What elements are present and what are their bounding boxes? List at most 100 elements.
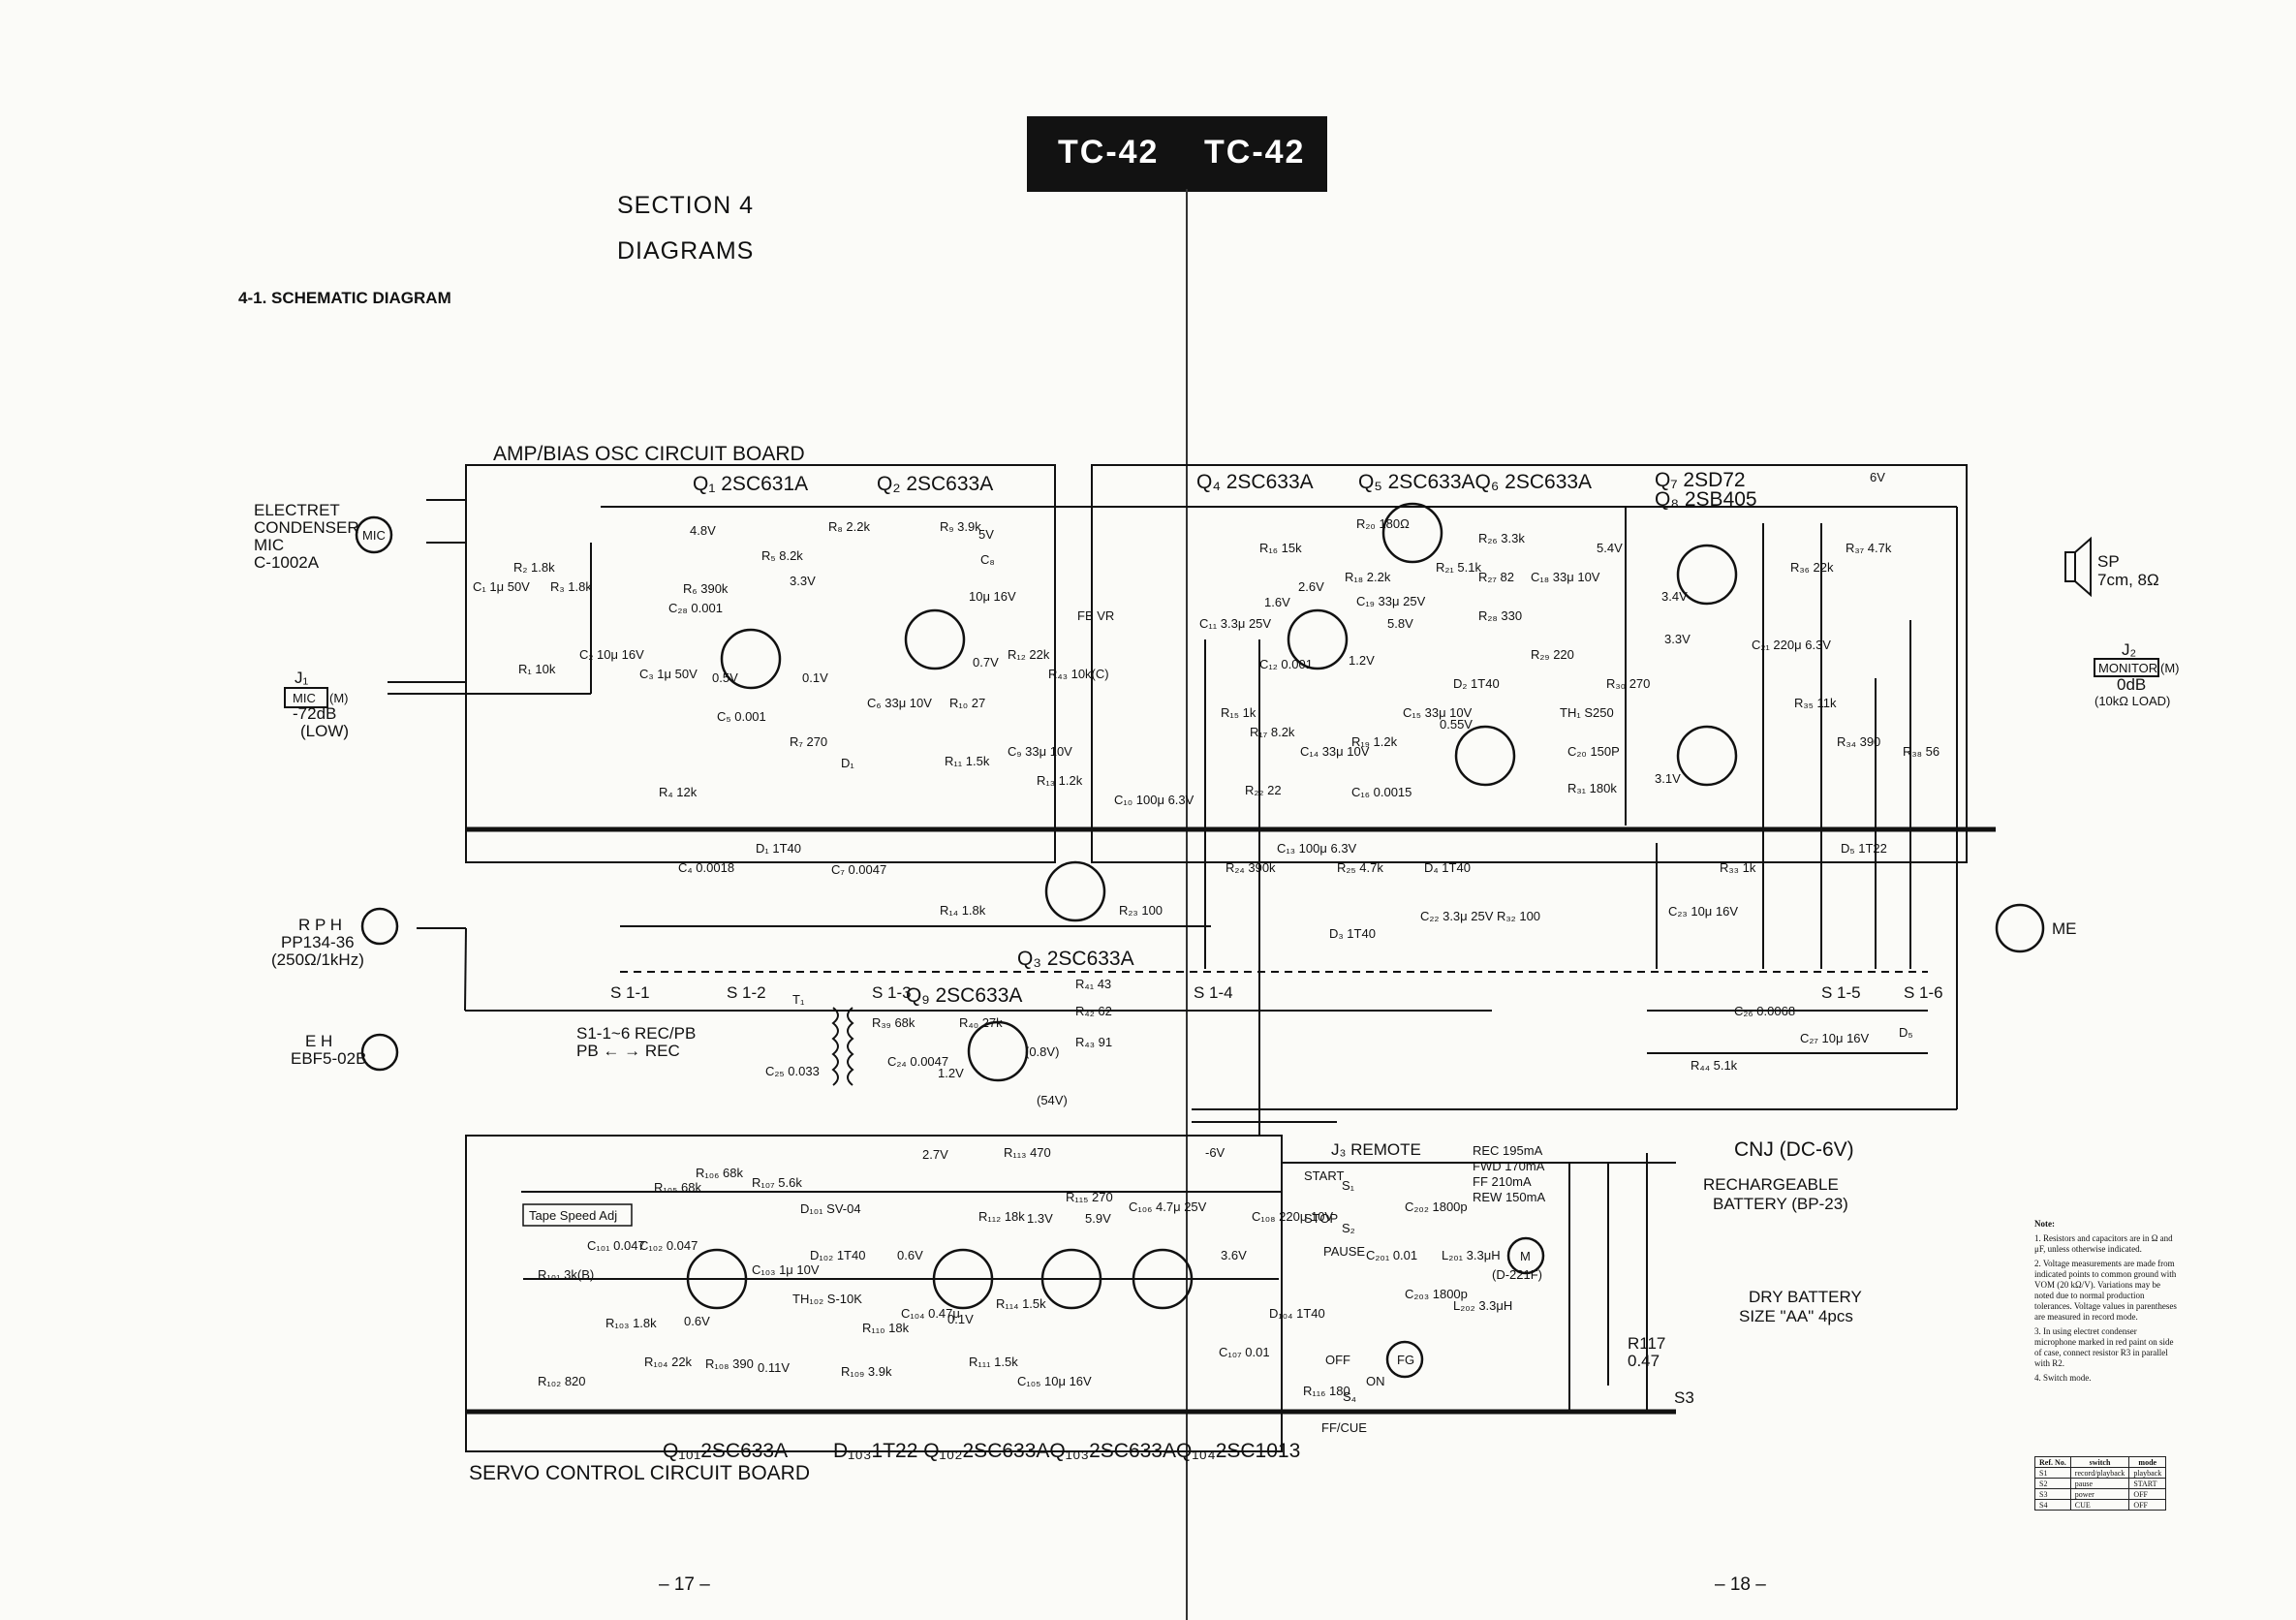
comp-r21: R₂₁ 5.1k xyxy=(1436,560,1482,575)
remote-label: J₃ REMOTE xyxy=(1331,1140,1421,1159)
switch-s1-4: S 1-4 xyxy=(1194,983,1233,1002)
page-fold-divider xyxy=(1186,189,1188,1620)
transistor-q9 xyxy=(967,1020,1029,1082)
transistor-q8 xyxy=(1676,725,1738,787)
comp-r109: R₁₀₉ 3.9k xyxy=(841,1364,892,1379)
rph-part: PP134-36 xyxy=(281,933,355,951)
volt-1-2-q4: 1.2V xyxy=(1349,653,1375,668)
ff-current: FF 210mA xyxy=(1473,1174,1532,1189)
comp-r4: R₄ 12k xyxy=(659,785,698,799)
comp-r3: R₃ 1.8k xyxy=(550,579,592,594)
comp-c2: C₂ 10μ 16V xyxy=(579,647,644,662)
eh-head-symbol xyxy=(360,1033,399,1072)
battery-label: BATTERY (BP-23) xyxy=(1713,1195,1848,1213)
comp-r36: R₃₆ 22k xyxy=(1790,560,1834,575)
comp-d101: D₁₀₁ SV-04 xyxy=(800,1201,861,1216)
table-cell: S3 xyxy=(2034,1488,2071,1500)
comp-r29: R₂₉ 220 xyxy=(1531,647,1574,662)
table-header: switch xyxy=(2069,1456,2130,1468)
comp-c203: C₂₀₃ 1800p xyxy=(1405,1287,1468,1301)
table-cell: START xyxy=(2128,1478,2167,1489)
note-3: 3. In using electret condenser microphon… xyxy=(2034,1326,2174,1368)
comp-r42: R₄₂ 62 xyxy=(1075,1004,1112,1018)
table-cell: OFF xyxy=(2128,1499,2167,1511)
comp-r113: R₁₁₃ 470 xyxy=(1004,1145,1051,1160)
volt-0-1-a: 0.1V xyxy=(802,670,828,685)
comp-r110: R₁₁₀ 18k xyxy=(862,1321,910,1335)
comp-c24: C₂₄ 0.0047 xyxy=(887,1054,948,1069)
comp-r10: R₁₀ 27 xyxy=(949,696,985,710)
comp-c5: C₅ 0.001 xyxy=(717,709,766,724)
model-tab-right: TC-42 xyxy=(1204,134,1306,171)
table-row: S1 record/playback playback xyxy=(2034,1467,2167,1479)
pause-label: PAUSE xyxy=(1323,1244,1365,1259)
table-cell: pause xyxy=(2069,1478,2130,1489)
sp-label: SP xyxy=(2097,552,2120,571)
comp-r43-vr: R₄₃ 10k(C) xyxy=(1048,667,1109,681)
volt-0-5: 0.5V xyxy=(712,670,738,685)
comp-r101: R₁₀₁ 3k(B) xyxy=(538,1267,594,1282)
comp-r114: R₁₁₄ 1.5k xyxy=(996,1296,1046,1311)
comp-c14: C₁₄ 33μ 10V xyxy=(1300,744,1370,759)
comp-d3: D₃ 1T40 xyxy=(1329,926,1376,941)
comp-r11: R₁₁ 1.5k xyxy=(945,754,990,768)
volt-3-6: 3.6V xyxy=(1221,1248,1247,1262)
table-cell: CUE xyxy=(2069,1499,2130,1511)
comp-r13: R₁₃ 1.2k xyxy=(1037,773,1083,788)
comp-r24: R₂₄ 390k xyxy=(1226,860,1276,875)
transistor-q104 xyxy=(1132,1248,1194,1310)
comp-c15: C₁₅ 33μ 10V xyxy=(1403,705,1473,720)
transistor-q102 xyxy=(932,1248,994,1310)
volt-0-11: 0.11V xyxy=(758,1360,790,1375)
comp-r106: R₁₀₆ 68k xyxy=(696,1166,743,1180)
comp-r115: R₁₁₅ 270 xyxy=(1066,1190,1113,1204)
comp-c3: C₃ 1μ 50V xyxy=(639,667,698,681)
comp-c22: C₂₂ 3.3μ 25V xyxy=(1420,909,1494,923)
comp-c13: C₁₃ 100μ 6.3V xyxy=(1277,841,1357,856)
table-cell: S4 xyxy=(2034,1499,2071,1511)
comp-r8: R₈ 2.2k xyxy=(828,519,870,534)
switch-note-2: PB ← → REC xyxy=(576,1042,680,1060)
comp-c4: C₄ 0.0018 xyxy=(678,860,734,875)
ffcue-label: FF/CUE xyxy=(1321,1420,1367,1435)
comp-r116: R₁₁₆ 180 xyxy=(1303,1384,1350,1398)
servo-board-label: SERVO CONTROL CIRCUIT BOARD xyxy=(469,1462,810,1484)
label-q101: Q₁₀₁2SC633A xyxy=(663,1440,788,1462)
label-q4: Q₄ 2SC633A xyxy=(1196,471,1314,493)
volt-3-4: 3.4V xyxy=(1661,589,1688,604)
table-header: mode xyxy=(2128,1456,2167,1468)
transistor-q2 xyxy=(904,608,966,670)
j1-m: (M) xyxy=(329,691,349,705)
comp-r26: R₂₆ 3.3k xyxy=(1478,531,1525,545)
comp-c12: C₁₂ 0.001 xyxy=(1259,657,1313,671)
volt-neg-6: -6V xyxy=(1205,1145,1226,1160)
rechargeable-label: RECHARGEABLE xyxy=(1703,1175,1839,1194)
label-q9: Q₉ 2SC633A xyxy=(906,984,1022,1007)
volt-5-4: 5.4V xyxy=(1597,541,1623,555)
comp-r14: R₁₄ 1.8k xyxy=(940,903,986,918)
note-2: 2. Voltage measurements are made from in… xyxy=(2034,1259,2177,1322)
volt-3-3-a: 3.3V xyxy=(790,574,816,588)
comp-r111: R₁₁₁ 1.5k xyxy=(969,1355,1018,1369)
j2-label: J₂ xyxy=(2122,640,2136,659)
comp-c20: C₂₀ 150P xyxy=(1567,744,1620,759)
comp-s2: S₂ xyxy=(1342,1221,1355,1235)
switch-s1-6: S 1-6 xyxy=(1904,983,1943,1002)
notes-block: Note: 1. Resistors and capacitors are in… xyxy=(2034,1219,2180,1387)
comp-r30: R₃₀ 270 xyxy=(1606,676,1650,691)
comp-d104: D₁₀₄ 1T40 xyxy=(1269,1306,1325,1321)
volt-3-1: 3.1V xyxy=(1655,771,1681,786)
mic-badge: MIC xyxy=(362,528,386,543)
servo-board-outline xyxy=(465,1135,1283,1452)
comp-c108: C₁₀₈ 220μ 10V xyxy=(1252,1209,1333,1224)
switch-s1-2: S 1-2 xyxy=(727,983,766,1002)
volt-5: 5V xyxy=(978,527,994,542)
comp-t1: T₁ xyxy=(792,992,805,1007)
comp-r25: R₂₅ 4.7k xyxy=(1337,860,1383,875)
volt-0-55: 0.55V xyxy=(1440,717,1473,732)
table-row: S2 pause START xyxy=(2034,1478,2167,1489)
label-q7: Q₇ 2SD72 xyxy=(1655,469,1746,491)
model-header-banner xyxy=(1027,116,1327,192)
comp-c8-val: 10μ 16V xyxy=(969,589,1016,604)
